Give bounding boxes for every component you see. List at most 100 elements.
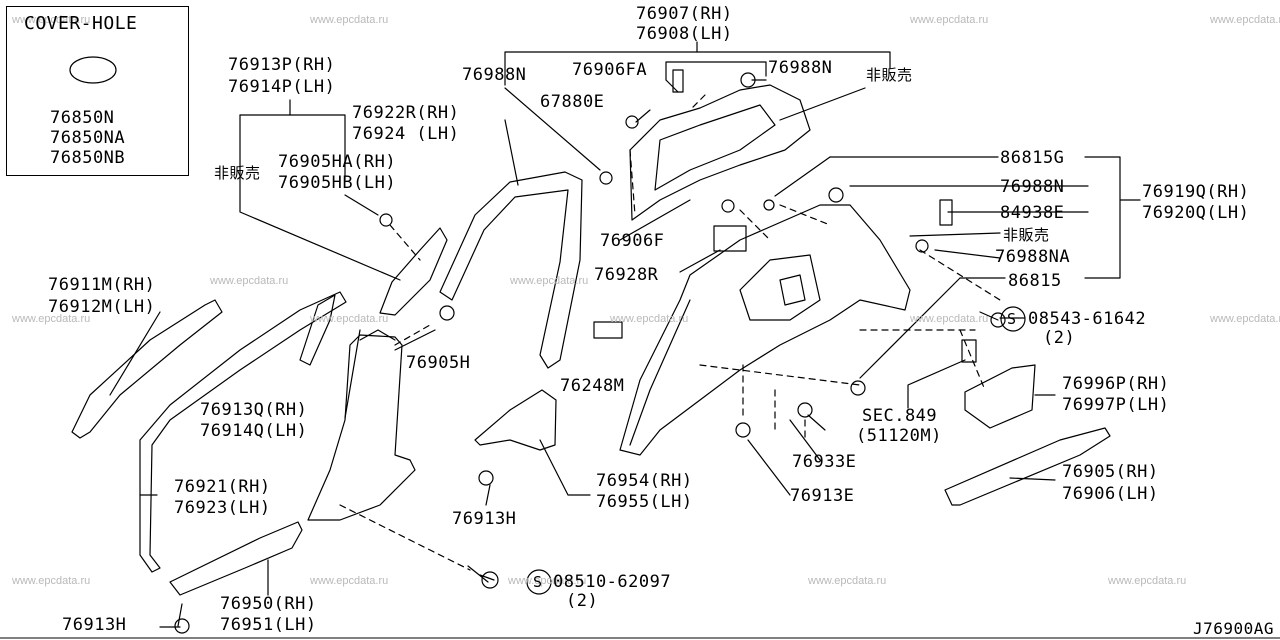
clip xyxy=(379,213,393,227)
inset-title: COVER-HOLE xyxy=(24,13,138,34)
part-label: 76933E xyxy=(792,452,857,472)
part-label: 76905H xyxy=(406,353,471,373)
clip xyxy=(625,115,639,129)
part-label: 76911M(RH) xyxy=(48,275,156,295)
clip xyxy=(478,470,494,486)
watermark: www.epcdata.ru xyxy=(910,313,989,325)
not-for-sale-note: 非販売 xyxy=(866,66,913,84)
center-pillar-lower xyxy=(307,334,416,521)
watermark: www.epcdata.ru xyxy=(310,313,389,325)
part-label: 76905HA(RH) xyxy=(278,152,397,172)
door-weatherstrip xyxy=(139,291,347,573)
part-label: 76913E xyxy=(790,486,855,506)
watermark: www.epcdata.ru xyxy=(12,14,91,26)
bolt xyxy=(979,311,999,321)
clip xyxy=(721,199,735,213)
part-label: 76922R(RH) xyxy=(352,103,460,123)
caution-label xyxy=(593,321,623,339)
part-label: 76913H xyxy=(62,615,127,635)
quarter-trim xyxy=(619,204,911,456)
part-label: 76908(LH) xyxy=(636,24,733,44)
section-reference: (51120M) xyxy=(856,426,942,446)
part-label: 86815G xyxy=(1000,148,1065,168)
clip xyxy=(439,305,455,321)
part-label: 76988NA xyxy=(995,247,1071,267)
side-finisher xyxy=(474,389,557,451)
clip xyxy=(174,618,190,634)
leader-lines xyxy=(109,41,1141,628)
watermark: www.epcdata.ru xyxy=(1210,313,1280,325)
inset-part-number: 76850NB xyxy=(50,148,126,168)
side-panel xyxy=(964,364,1036,429)
part-label: 86815 xyxy=(1008,271,1062,291)
part-label: 76913P(RH) xyxy=(228,55,336,75)
section-reference: SEC.849 xyxy=(862,406,938,426)
bracket-block xyxy=(713,225,747,252)
clip xyxy=(915,239,929,253)
bolt-symbol: S xyxy=(533,573,543,591)
part-label: 08543-61642 xyxy=(1028,309,1147,329)
weatherstrip xyxy=(439,171,583,369)
part-label: 76907(RH) xyxy=(636,4,733,24)
part-label: 76914P(LH) xyxy=(228,77,336,97)
part-label: 76988N xyxy=(768,58,833,78)
watermark: www.epcdata.ru xyxy=(12,575,91,587)
part-label: 76905HB(LH) xyxy=(278,173,397,193)
part-label: 76954(RH) xyxy=(596,471,693,491)
rear-kicking-plate xyxy=(944,427,1111,506)
part-label: 76919Q(RH) xyxy=(1142,182,1250,202)
fastener xyxy=(939,199,953,226)
not-for-sale-note: 非販売 xyxy=(1003,226,1050,244)
part-label: 76924 (LH) xyxy=(352,124,460,144)
clip xyxy=(735,422,751,438)
center-pillar-upper xyxy=(379,227,448,316)
inset-part-number: 76850NA xyxy=(50,128,126,148)
part-label: 76928R xyxy=(594,265,659,285)
watermark: www.epcdata.ru xyxy=(1108,575,1187,587)
clip xyxy=(763,199,775,211)
watermark: www.epcdata.ru xyxy=(1210,14,1280,26)
fastener xyxy=(961,339,977,363)
part-label: 76988N xyxy=(462,65,527,85)
part-label: 76997P(LH) xyxy=(1062,395,1170,415)
bolt-symbol: S xyxy=(1007,310,1017,328)
part-label: 08510-62097 xyxy=(553,572,672,592)
part-label: 76905(RH) xyxy=(1062,462,1159,482)
part-label: 67880E xyxy=(540,92,605,112)
part-label: 76913Q(RH) xyxy=(200,400,308,420)
bolt xyxy=(467,565,495,583)
part-label: 76920Q(LH) xyxy=(1142,203,1250,223)
clip xyxy=(850,380,866,396)
kicking-plate xyxy=(169,521,303,596)
part-label: 76906FA xyxy=(572,60,648,80)
part-label: 76955(LH) xyxy=(596,492,693,512)
part-label: 84938E xyxy=(1000,203,1065,223)
part-shapes xyxy=(71,69,1111,634)
watermark: www.epcdata.ru xyxy=(808,575,887,587)
part-quantity: (2) xyxy=(1043,328,1076,348)
bolt-marker-circle xyxy=(526,569,552,595)
watermark: www.epcdata.ru xyxy=(508,575,587,587)
clip xyxy=(599,171,613,185)
part-label: 76921(RH) xyxy=(174,477,271,497)
watermark: www.epcdata.ru xyxy=(12,313,91,325)
watermark: www.epcdata.ru xyxy=(510,275,589,287)
upper-rear-finisher xyxy=(629,84,811,221)
part-label: 76248M xyxy=(560,376,625,396)
watermark: www.epcdata.ru xyxy=(310,575,389,587)
bolt-marker-circle xyxy=(1000,306,1026,332)
not-for-sale-note: 非販売 xyxy=(214,164,261,182)
cover-hole-inset xyxy=(6,6,189,176)
part-label: 76906(LH) xyxy=(1062,484,1159,504)
part-label: 76923(LH) xyxy=(174,498,271,518)
watermark: www.epcdata.ru xyxy=(310,14,389,26)
part-label: 76950(RH) xyxy=(220,594,317,614)
diagram-code: J76900AG xyxy=(1192,619,1274,638)
clip xyxy=(828,187,844,203)
part-label: 76906F xyxy=(600,231,665,251)
part-label: 76988N xyxy=(1000,177,1065,197)
cover-hole-part xyxy=(69,56,117,84)
clip xyxy=(797,402,813,418)
